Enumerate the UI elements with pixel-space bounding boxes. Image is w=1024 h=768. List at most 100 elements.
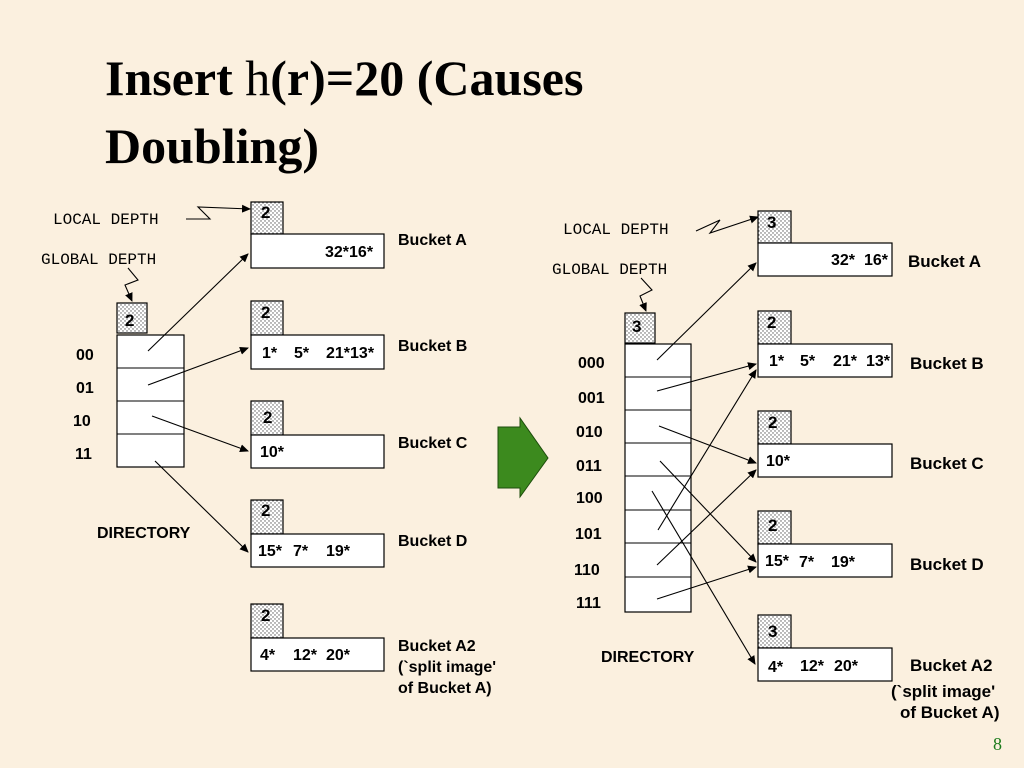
right-bucket-a2-item: 4* [768, 659, 784, 676]
left-bucket-d-name: Bucket D [398, 533, 467, 550]
right-bucket-a2-depth-value: 3 [768, 622, 777, 641]
right-dir-entry: 101 [575, 526, 602, 543]
right-dir-entry: 001 [578, 390, 605, 407]
left-bucket-d-item: 15* [258, 543, 283, 560]
left-bucket-c-depth [250, 400, 284, 436]
right-dir-entry: 111 [576, 595, 601, 612]
left-bucket-d-item: 7* [293, 543, 309, 560]
right-bucket-b-name: Bucket B [910, 354, 984, 373]
right-bucket-b-depth [757, 310, 792, 345]
right-dir-entry: 000 [578, 355, 605, 372]
right-dir-entry: 010 [576, 424, 603, 441]
left-bucket-c-item: 10* [260, 444, 285, 461]
right-bucket-c-depth-value: 2 [768, 413, 777, 432]
right-bucket-a-depth-value: 3 [767, 213, 776, 232]
right-pointer-111 [656, 565, 757, 600]
left-global-depth-label: GLOBAL DEPTH [41, 251, 156, 269]
left-pointer-10 [151, 415, 249, 453]
right-global-depth-pointer [639, 277, 653, 312]
right-bucket-b-item: 21* [833, 353, 858, 370]
left-bucket-b-item: 5* [294, 345, 310, 362]
left-bucket-d-depth [250, 499, 284, 535]
right-bucket-a-name: Bucket A [908, 252, 981, 271]
left-pointer-01 [147, 347, 249, 386]
right-bucket-d-item: 7* [799, 554, 815, 571]
left-bucket-c [250, 434, 385, 469]
right-bucket-c-item: 10* [766, 453, 791, 470]
right-bucket-d-item: 19* [831, 554, 856, 571]
left-bucket-a2-item: 4* [260, 647, 276, 664]
right-dir-entry: 100 [576, 490, 603, 507]
right-local-depth-pointer [695, 215, 759, 235]
left-bucket-a2-name: Bucket A2 [398, 638, 476, 655]
left-bucket-a2-note: of Bucket A) [398, 680, 492, 697]
left-dir-entry: 11 [75, 446, 92, 463]
left-dir-entry: 10 [73, 413, 91, 430]
left-bucket-a2-note: (`split image' [398, 659, 496, 676]
left-bucket-a2-item: 12* [293, 647, 318, 664]
right-bucket-d-item: 15* [765, 553, 790, 570]
right-bucket-a-depth [757, 210, 792, 244]
right-bucket-a2-name: Bucket A2 [910, 656, 993, 675]
slide-title-line2: Doubling) [105, 118, 319, 174]
right-bucket-d-name: Bucket D [910, 555, 984, 574]
left-global-depth-value: 2 [125, 311, 134, 330]
left-global-depth-box [116, 302, 148, 334]
left-bucket-b-name: Bucket B [398, 338, 467, 355]
right-bucket-c-depth [757, 410, 792, 445]
right-bucket-c [757, 443, 893, 478]
right-bucket-b-depth-value: 2 [767, 313, 776, 332]
right-bucket-b-item: 1* [769, 353, 785, 370]
right-bucket-a2 [757, 647, 893, 682]
left-dir-entry: 01 [76, 380, 94, 397]
right-dir-entry: 110 [574, 562, 600, 579]
right-bucket-c-name: Bucket C [910, 454, 984, 473]
right-bucket-a-item: 16* [864, 252, 889, 269]
left-pointer-00 [147, 253, 249, 352]
right-global-depth-label: GLOBAL DEPTH [552, 261, 667, 279]
right-bucket-a2-note: of Bucket A) [900, 703, 1000, 722]
right-bucket-a2-item: 12* [800, 658, 825, 675]
left-bucket-b-depth-value: 2 [261, 303, 270, 322]
right-pointer-011 [659, 460, 757, 563]
left-local-depth-label: LOCAL DEPTH [53, 211, 159, 229]
transition-arrow-icon [497, 416, 549, 499]
left-bucket-d-depth-value: 2 [261, 501, 270, 520]
right-dir-entry: 011 [576, 458, 602, 475]
right-global-depth-value: 3 [632, 317, 641, 336]
right-bucket-d [757, 543, 893, 578]
page-number: 8 [993, 734, 1002, 754]
left-directory-label: DIRECTORY [97, 525, 191, 542]
right-bucket-a2-note: (`split image' [891, 682, 995, 701]
left-bucket-a2-item: 20* [326, 647, 351, 664]
left-diagram: LOCAL DEPTH GLOBAL DEPTH 2 00 01 10 11 D… [41, 201, 496, 697]
left-local-depth-pointer [186, 204, 251, 220]
left-bucket-a-item: 32*16* [325, 244, 374, 261]
left-bucket-a-depth [250, 201, 284, 235]
left-bucket-b [250, 334, 385, 370]
left-bucket-a-depth-value: 2 [261, 203, 270, 222]
right-bucket-a [757, 242, 893, 277]
right-bucket-a2-item: 20* [834, 658, 859, 675]
right-pointer-001 [656, 362, 757, 392]
right-diagram: LOCAL DEPTH GLOBAL DEPTH 3 000 001 010 0… [552, 210, 1000, 722]
slide-title-line1: Insert h(r)=20 (Causes [105, 50, 583, 106]
left-pointer-11 [154, 460, 249, 553]
left-bucket-a [250, 233, 385, 269]
right-directory-label: DIRECTORY [601, 649, 695, 666]
left-bucket-b-item: 1* [262, 345, 278, 362]
right-local-depth-label: LOCAL DEPTH [563, 221, 669, 239]
right-global-depth-box [624, 312, 656, 344]
left-dir-entry: 00 [76, 347, 94, 364]
right-pointer-100 [651, 490, 756, 665]
right-directory [624, 343, 692, 613]
left-bucket-a2-depth-value: 2 [261, 606, 270, 625]
left-bucket-d [250, 533, 385, 568]
right-pointer-101 [657, 369, 757, 531]
left-bucket-a2 [250, 637, 385, 672]
right-bucket-b-item: 13* [866, 353, 891, 370]
left-bucket-a-name: Bucket A [398, 232, 467, 249]
right-pointer-010 [658, 425, 757, 464]
